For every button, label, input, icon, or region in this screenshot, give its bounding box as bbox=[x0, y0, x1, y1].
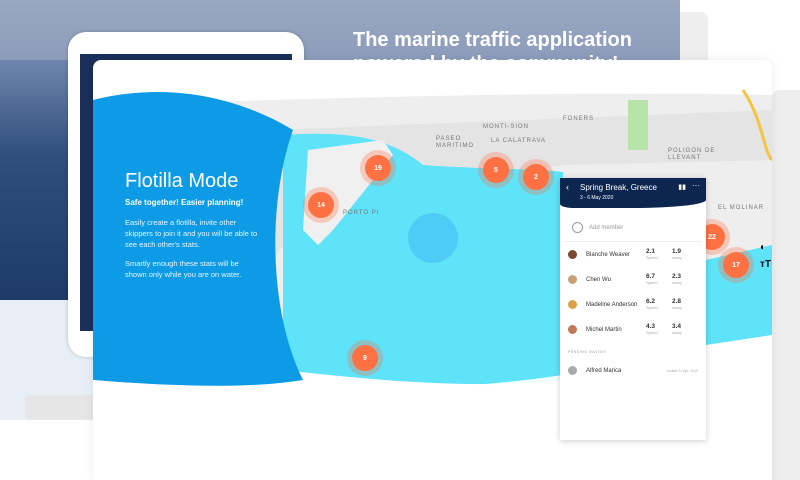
decor bbox=[25, 395, 105, 419]
feature-description: Easily create a flotilla, invite other s… bbox=[125, 218, 258, 249]
feature-intro: Flotilla Mode Safe together! Easier plan… bbox=[125, 170, 260, 288]
contrast-icon[interactable]: ◐ bbox=[760, 242, 767, 253]
text-size-icon[interactable]: тT bbox=[760, 259, 772, 270]
member-name: Alfred Marica bbox=[586, 367, 622, 374]
feature-note: Smartly enough these stats will be shown… bbox=[125, 259, 242, 279]
map-label: PORTO PI bbox=[343, 210, 380, 216]
speed-value: 6.2 bbox=[646, 298, 656, 305]
speed-label: Speed bbox=[646, 255, 658, 260]
map-label: EL MOLINAR bbox=[718, 205, 765, 211]
pending-label: PENDING INVITES bbox=[568, 350, 607, 354]
add-member-button[interactable]: Add member bbox=[564, 208, 702, 242]
map-tools: ◐ тT bbox=[760, 242, 771, 270]
cluster-marker[interactable]: 9 bbox=[352, 345, 378, 371]
away-value: 1.9 bbox=[672, 248, 682, 255]
add-member-label: Add member bbox=[589, 224, 624, 231]
member-name: Chen Wu bbox=[586, 276, 611, 283]
member-name: Blanche Weaver bbox=[586, 251, 630, 258]
flotilla-panel: ‹ Spring Break, Greece 3 - 6 May 2020 ▮▮… bbox=[560, 178, 706, 440]
map-label: PASEO MARITIMO bbox=[436, 136, 474, 149]
member-name: Michel Martin bbox=[586, 326, 622, 333]
feature-title: Flotilla Mode bbox=[125, 170, 239, 192]
avatar bbox=[568, 325, 577, 334]
away-label: Away bbox=[672, 255, 682, 260]
away-value: 3.4 bbox=[672, 323, 682, 330]
speed-value: 4.3 bbox=[646, 323, 656, 330]
panel-header: ‹ Spring Break, Greece 3 - 6 May 2020 ▮▮… bbox=[560, 178, 706, 208]
member-name: Madeline Anderson bbox=[586, 301, 638, 308]
speed-value: 2.1 bbox=[646, 248, 656, 255]
cluster-marker[interactable]: 17 bbox=[723, 252, 749, 278]
map-label: FONERS bbox=[563, 116, 595, 122]
avatar bbox=[568, 250, 577, 259]
cluster-marker[interactable]: 19 bbox=[365, 155, 391, 181]
more-icon[interactable]: ··· bbox=[692, 181, 700, 190]
cluster-marker[interactable]: 14 bbox=[308, 192, 334, 218]
feature-subtitle: Safe together! Easier planning! bbox=[125, 198, 244, 207]
cluster-marker[interactable]: 2 bbox=[523, 164, 549, 190]
avatar bbox=[568, 275, 577, 284]
flotilla-title: Spring Break, Greece bbox=[580, 183, 657, 192]
pending-row[interactable]: Alfred Marica Invited 21 Apr, 2019 bbox=[560, 358, 706, 383]
speed-label: Speed bbox=[646, 280, 658, 285]
decor bbox=[772, 90, 800, 480]
speed-label: Speed bbox=[646, 305, 658, 310]
map[interactable] bbox=[93, 60, 772, 480]
cluster-marker[interactable]: 5 bbox=[483, 157, 509, 183]
away-label: Away bbox=[672, 330, 682, 335]
away-label: Away bbox=[672, 305, 682, 310]
map-label: LA CALATRAVA bbox=[491, 138, 547, 144]
feature-card: Flotilla Mode Safe together! Easier plan… bbox=[93, 60, 772, 480]
away-value: 2.8 bbox=[672, 298, 682, 305]
avatar bbox=[568, 300, 577, 309]
flotilla-dates: 3 - 6 May 2020 bbox=[580, 195, 614, 201]
speed-label: Speed bbox=[646, 330, 658, 335]
away-label: Away bbox=[672, 280, 682, 285]
away-value: 2.3 bbox=[672, 273, 682, 280]
decor bbox=[680, 12, 708, 60]
avatar bbox=[568, 366, 577, 375]
site-headline: The marine traffic application powered b… bbox=[353, 29, 632, 60]
map-view-icon[interactable]: ▮▮ bbox=[678, 184, 686, 191]
speed-value: 6.7 bbox=[646, 273, 656, 280]
map-label: POLIGON DE LLEVANT bbox=[668, 148, 716, 161]
invite-note: Invited 21 Apr, 2019 bbox=[667, 368, 698, 373]
user-icon bbox=[572, 222, 583, 233]
map-label: MONTI-SION bbox=[483, 124, 529, 130]
back-icon[interactable]: ‹ bbox=[566, 182, 569, 192]
